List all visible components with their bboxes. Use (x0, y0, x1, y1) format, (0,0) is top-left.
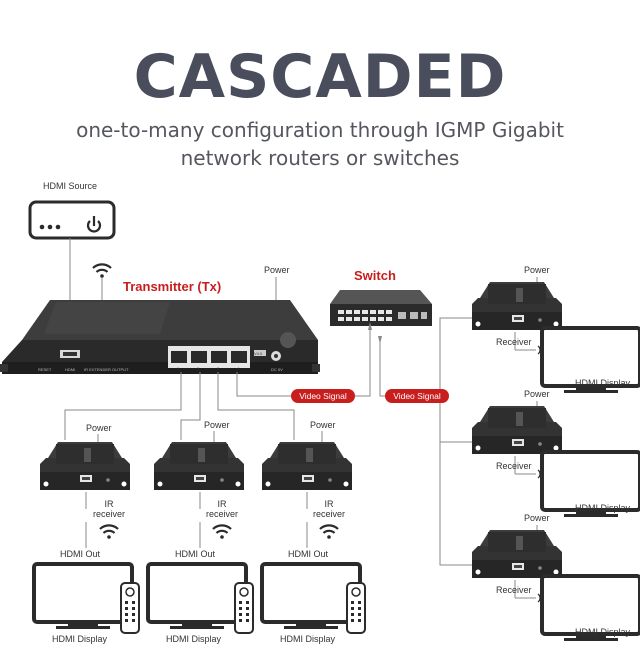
tx-version-label: V4.0 (254, 351, 263, 356)
tx-power-label: Power (264, 265, 290, 275)
rx-f-receiver-label: Receiver (496, 585, 532, 595)
tx-panel-ir-output: IR EXTENDER OUTPUT (84, 367, 129, 372)
rx-f-display-label: HDMI Display (575, 627, 631, 637)
rx-a-ir-label-1: IR (105, 499, 115, 509)
power-icon (86, 216, 102, 233)
tx-port-4: 4 (237, 366, 240, 371)
tx-panel-dc: DC 5V (271, 367, 283, 372)
tx-panel-reset: RESET (38, 367, 52, 372)
rx-c-wifi-icon (318, 524, 340, 540)
rx-a-wifi-icon (98, 524, 120, 540)
video-signal-badge-2: Video Signal (385, 389, 449, 403)
rx-b-ir-label-2: receiver (206, 509, 238, 519)
tx-port-3: 3 (217, 366, 220, 371)
rx-d-device (472, 282, 562, 330)
rx-a-power-label: Power (86, 423, 112, 433)
rx-c-display-label: HDMI Display (280, 634, 336, 644)
video-signal-badge-1: Video Signal (291, 389, 355, 403)
rx-c-hdmi-out-label: HDMI Out (288, 549, 329, 559)
rx-c-device (262, 442, 352, 490)
rx-c-power-label: Power (310, 420, 336, 430)
rx-c-remote-icon (346, 582, 366, 634)
hdmi-source-label: HDMI Source (43, 181, 97, 191)
rx-f-power-label: Power (524, 513, 550, 523)
tx-port-1: 1 (177, 366, 180, 371)
rx-c-ir-label-1: IR (325, 499, 335, 509)
rx-d-receiver-label: Receiver (496, 337, 532, 347)
rx-c-ir-label-2: receiver (313, 509, 345, 519)
rx-d-display-label: HDMI Display (575, 378, 631, 388)
rx-c-tv-icon (260, 562, 362, 631)
rx-f-device (472, 530, 562, 578)
rx-b-power-label: Power (204, 420, 230, 430)
rx-d-power-label: Power (524, 265, 550, 275)
rx-e-device (472, 406, 562, 454)
network-switch-device (330, 290, 432, 326)
video-signal-label-2: Video Signal (393, 391, 441, 401)
transmitter-label: Transmitter (Tx) (123, 279, 221, 294)
rx-b-device (154, 442, 244, 490)
page-title: CASCADED (133, 42, 507, 112)
tx-panel-hdmi: HDMI (65, 367, 75, 372)
transmitter-device (0, 300, 320, 374)
switch-label: Switch (354, 268, 396, 283)
rx-a-remote-icon (120, 582, 140, 634)
rx-a-tv-icon (32, 562, 134, 631)
rx-b-wifi-icon (211, 524, 233, 540)
rx-e-power-label: Power (524, 389, 550, 399)
rx-e-display-label: HDMI Display (575, 503, 631, 513)
wifi-icon (91, 263, 113, 279)
video-signal-label-1: Video Signal (299, 391, 347, 401)
rx-a-hdmi-out-label: HDMI Out (60, 549, 101, 559)
rx-b-hdmi-out-label: HDMI Out (175, 549, 216, 559)
rx-b-tv-icon (146, 562, 248, 631)
rx-b-ir-label-1: IR (218, 499, 228, 509)
rx-e-receiver-label: Receiver (496, 461, 532, 471)
rx-b-remote-icon (234, 582, 254, 634)
subtitle-line-1: one-to-many configuration through IGMP G… (76, 118, 564, 142)
hdmi-source-device (28, 200, 116, 240)
subtitle-line-2: network routers or switches (180, 146, 460, 170)
rx-b-display-label: HDMI Display (166, 634, 222, 644)
rx-a-display-label: HDMI Display (52, 634, 108, 644)
rx-a-device (40, 442, 130, 490)
tx-port-2: 2 (197, 366, 200, 371)
rx-a-ir-label-2: receiver (93, 509, 125, 519)
